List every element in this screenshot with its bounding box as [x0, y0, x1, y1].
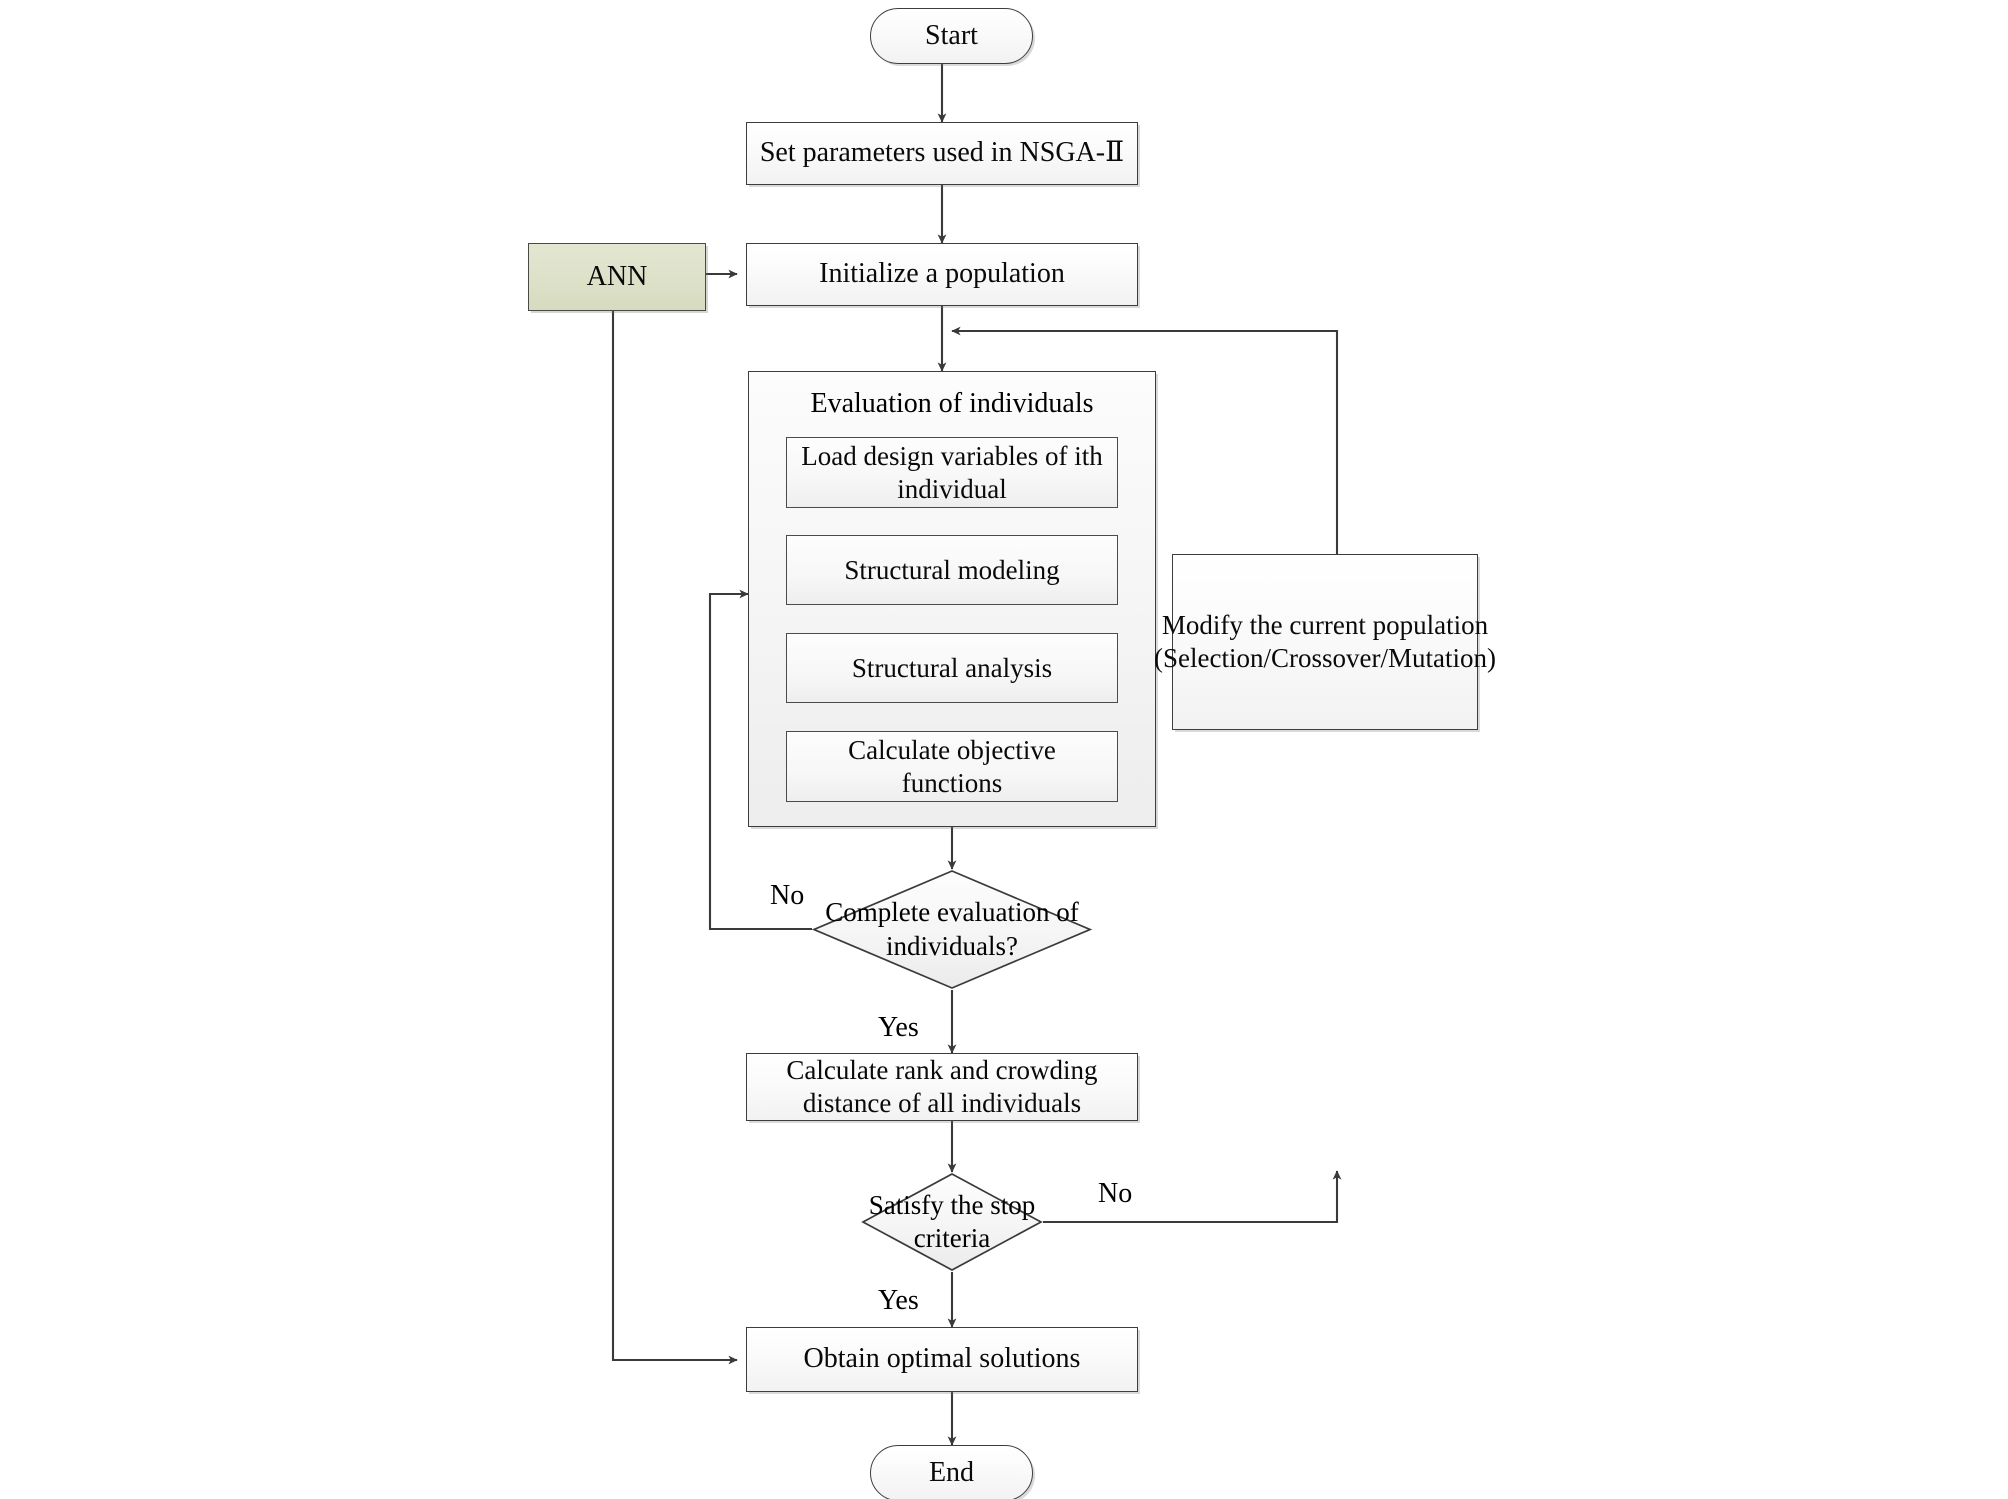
node-complete-evaluation-decision-label: Complete evaluation of individuals?	[825, 897, 1079, 961]
node-structural-analysis[interactable]: Structural analysis	[786, 633, 1118, 703]
node-calculate-objective-functions[interactable]: Calculate objective functions	[786, 731, 1118, 802]
edge-ann-to-obtain	[611, 311, 738, 1365]
edge-label-complete-no: No	[770, 880, 805, 911]
node-modify-population[interactable]: Modify the current population (Selection…	[1154, 554, 1496, 730]
node-complete-evaluation-decision[interactable]: Complete evaluation of individuals?	[812, 869, 1092, 990]
node-start-label: Start	[925, 19, 978, 51]
node-structural-modeling-label: Structural modeling	[844, 554, 1060, 585]
edge-label-satisfy-yes: Yes	[878, 1285, 919, 1316]
node-calculate-rank[interactable]: Calculate rank and crowding distance of …	[746, 1053, 1138, 1121]
edge-satisfy-no-to-modify	[1043, 1170, 1342, 1224]
node-obtain-optimal-solutions-label: Obtain optimal solutions	[803, 1343, 1081, 1375]
node-load-design-variables[interactable]: Load design variables of ith individual	[786, 437, 1118, 508]
node-calculate-rank-label: Calculate rank and crowding distance of …	[786, 1055, 1098, 1118]
node-structural-analysis-label: Structural analysis	[851, 652, 1053, 683]
node-set-parameters[interactable]: Set parameters used in NSGA-Ⅱ	[746, 122, 1138, 185]
diamond-shape-satisfy-stop	[861, 1173, 1043, 1271]
node-satisfy-stop-decision-label: Satisfy the stop criteria	[868, 1189, 1036, 1253]
node-evaluation-group-title: Evaluation of individuals	[810, 388, 1094, 419]
node-end[interactable]: End	[870, 1445, 1033, 1499]
diamond-shape-complete-evaluation	[812, 870, 1092, 989]
edge-label-complete-yes: Yes	[878, 1012, 919, 1043]
node-set-parameters-label: Set parameters used in NSGA-Ⅱ	[759, 137, 1125, 169]
node-load-design-variables-label: Load design variables of ith individual	[801, 440, 1103, 504]
node-ann[interactable]: ANN	[528, 243, 706, 311]
edge-label-satisfy-no: No	[1098, 1178, 1133, 1209]
node-initialize-population-label: Initialize a population	[819, 258, 1065, 290]
node-modify-population-label: Modify the current population (Selection…	[1154, 610, 1496, 673]
node-obtain-optimal-solutions[interactable]: Obtain optimal solutions	[746, 1327, 1138, 1392]
node-satisfy-stop-decision[interactable]: Satisfy the stop criteria	[861, 1172, 1043, 1272]
node-end-label: End	[928, 1456, 975, 1488]
node-initialize-population[interactable]: Initialize a population	[746, 243, 1138, 306]
node-start[interactable]: Start	[870, 8, 1033, 64]
node-ann-label: ANN	[586, 260, 648, 292]
node-calculate-objective-functions-label: Calculate objective functions	[848, 734, 1056, 798]
node-structural-modeling[interactable]: Structural modeling	[786, 535, 1118, 605]
